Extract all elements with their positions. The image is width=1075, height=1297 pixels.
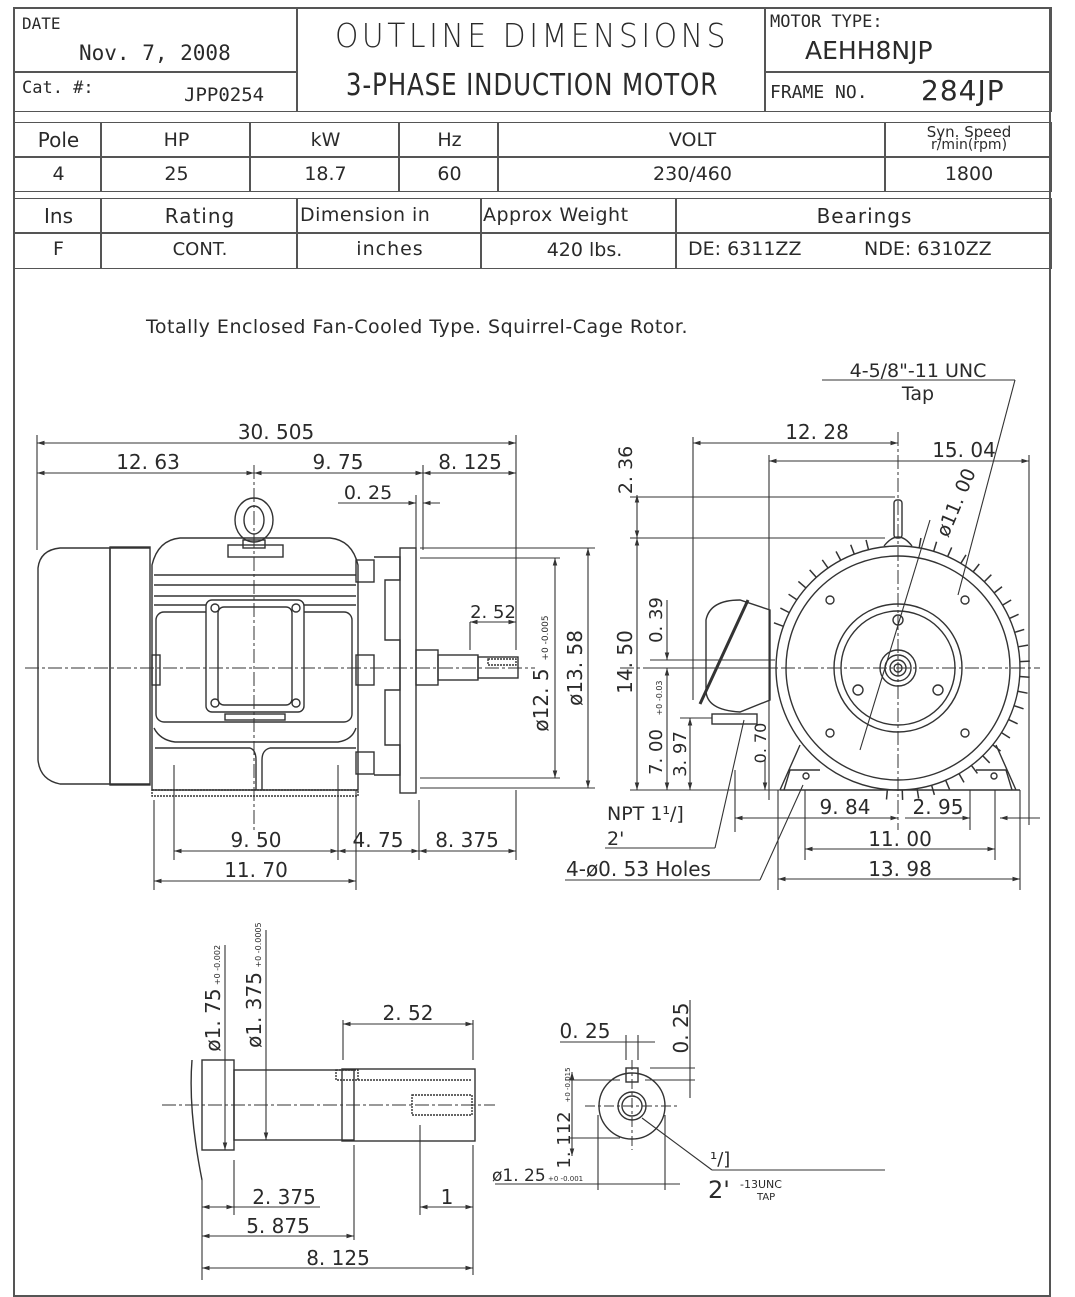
- dim-h5: 3. 97: [670, 731, 691, 777]
- cooling-fin: [789, 594, 797, 600]
- cooling-fin: [836, 551, 841, 560]
- cooling-fin: [1003, 600, 1012, 605]
- dim-d2: 9. 75: [313, 450, 364, 474]
- dim-b4: 11. 70: [224, 858, 288, 882]
- cooling-fin: [810, 570, 817, 577]
- end-dia-tol: +0 -0.001: [548, 1175, 583, 1183]
- cooling-fin: [919, 538, 921, 548]
- dim-h1: 2. 36: [615, 446, 637, 494]
- dim-d1: 12. 63: [116, 450, 180, 474]
- cooling-fin: [983, 756, 990, 763]
- dim-w1: 12. 28: [785, 420, 849, 444]
- dim-h2: 14. 50: [613, 630, 637, 694]
- end-dia: ø1. 25: [492, 1166, 546, 1186]
- cooling-fin: [822, 560, 828, 568]
- npt-note-2: 2': [607, 828, 624, 850]
- tap-note-2: Tap: [901, 383, 934, 405]
- dim-b3: 8. 375: [435, 828, 499, 852]
- dim-front-dia: ø11. 00: [932, 465, 980, 540]
- dim-h4: 7. 00: [646, 729, 667, 775]
- end-tap-3: -13UNC: [740, 1178, 782, 1191]
- holes-note: 4-ø0. 53 Holes: [566, 857, 711, 881]
- cooling-fin: [1014, 706, 1024, 709]
- cooling-fin: [984, 575, 991, 582]
- cooling-fin: [798, 581, 806, 588]
- shaft-d4: 1: [441, 1185, 454, 1209]
- end-key-w: 0. 25: [560, 1019, 611, 1043]
- dim-b1: 9. 50: [231, 828, 282, 852]
- end-key-depth: 1. 112: [554, 1111, 575, 1168]
- dim-h6: 0. 70: [751, 723, 770, 764]
- dim-h3: 0. 39: [646, 597, 667, 643]
- shaft-key-len: 2. 52: [383, 1001, 434, 1025]
- shaft-dia1-tol: +0 -0.002: [213, 945, 222, 985]
- dim-dia1-tol: +0 -0.005: [541, 615, 551, 660]
- end-tap-4: TAP: [756, 1192, 775, 1203]
- side-view-motor: [38, 498, 518, 796]
- side-view-dimensions: [37, 435, 595, 890]
- dim-d5: 2. 52: [470, 602, 516, 623]
- dim-fb4: 13. 98: [868, 857, 932, 881]
- shaft-d2: 5. 875: [246, 1214, 310, 1238]
- dim-dia2: ø13. 58: [563, 630, 587, 706]
- cooling-fin: [994, 587, 1002, 593]
- npt-note-1: NPT 1¹/]: [607, 803, 684, 825]
- shaft-dia2: ø1. 375: [242, 972, 266, 1048]
- cooling-fin: [1020, 661, 1030, 662]
- dim-dia1: ø12. 5: [529, 668, 553, 731]
- shaft-dia2-tol: +0 -0.0005: [254, 922, 263, 967]
- dim-overall: 30. 505: [238, 420, 314, 444]
- cooling-fin: [1015, 629, 1025, 632]
- shaft-dia1: ø1. 75: [201, 988, 225, 1051]
- cooling-fin: [959, 774, 964, 783]
- cooling-fin: [774, 623, 783, 626]
- dim-fb2: 2. 95: [913, 795, 964, 819]
- cooling-fin: [1018, 645, 1028, 647]
- shaft-end-view: [585, 1060, 680, 1150]
- cooling-fin: [1001, 733, 1009, 738]
- end-tap-1: ¹/]: [710, 1149, 730, 1170]
- end-key-depth-tol: +0 -0.015: [564, 1067, 572, 1102]
- dim-b2: 4. 75: [353, 828, 404, 852]
- dim-fb3: 11. 00: [868, 827, 932, 851]
- end-tap-2: 2': [708, 1176, 730, 1204]
- cooling-fin: [886, 790, 887, 800]
- dim-h4-tol: +0 -0.03: [655, 680, 664, 715]
- cooling-fin: [780, 608, 789, 613]
- cooling-fin: [851, 545, 855, 554]
- shaft-detail: [162, 1060, 495, 1180]
- cooling-fin: [1020, 677, 1030, 678]
- cooling-fin: [948, 547, 952, 556]
- end-key-h: 0. 25: [669, 1003, 693, 1054]
- cooling-fin: [866, 540, 868, 550]
- cooling-fin: [1009, 720, 1018, 724]
- cooling-fin: [1018, 691, 1028, 693]
- dim-d3: 8. 125: [438, 450, 502, 474]
- cooling-fin: [961, 555, 966, 564]
- cooling-fin: [946, 780, 950, 789]
- cooling-fin: [934, 542, 937, 552]
- tap-note-1: 4-5/8"-11 UNC: [850, 360, 987, 382]
- dim-d4: 0. 25: [344, 482, 392, 504]
- shaft-d1: 2. 375: [252, 1185, 316, 1209]
- dim-w2: 15. 04: [932, 438, 996, 462]
- cooling-fin: [973, 564, 979, 572]
- dim-fb1: 9. 84: [820, 795, 871, 819]
- cooling-fin: [1009, 614, 1018, 618]
- shaft-d3: 8. 125: [306, 1246, 370, 1270]
